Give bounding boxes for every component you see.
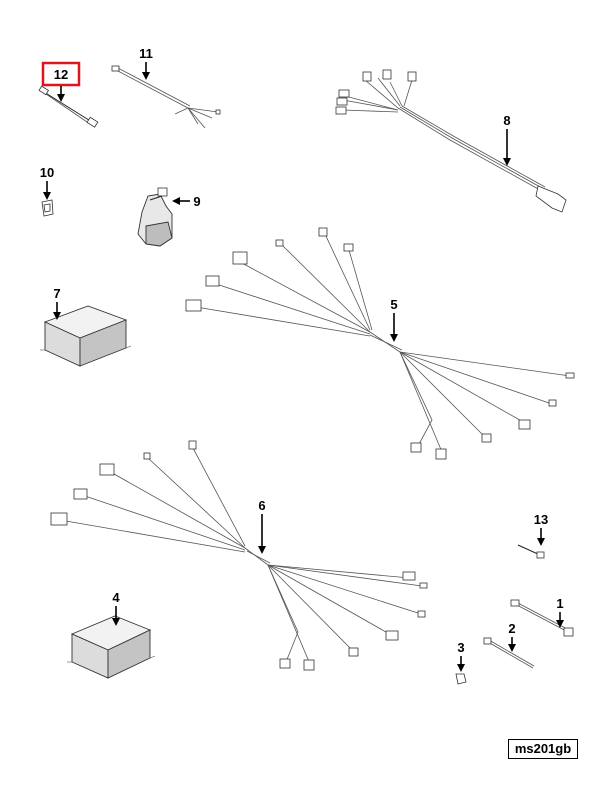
callout-10[interactable]: 10 [40, 165, 54, 180]
callout-12[interactable]: 12 [54, 67, 68, 82]
callout-6[interactable]: 6 [258, 498, 265, 513]
callout-12-highlight-box [41, 61, 81, 87]
callout-8[interactable]: 8 [503, 113, 510, 128]
part-5-harness[interactable] [185, 227, 575, 460]
part-9-bracket[interactable] [137, 187, 173, 247]
callout-1[interactable]: 1 [556, 596, 563, 611]
part-3-plug[interactable] [455, 673, 467, 685]
callout-3[interactable]: 3 [457, 640, 464, 655]
part-11-harness[interactable] [111, 65, 221, 129]
callout-11[interactable]: 11 [139, 46, 153, 61]
callout-4[interactable]: 4 [112, 590, 120, 605]
part-1-cable[interactable] [510, 599, 574, 637]
callout-7[interactable]: 7 [53, 286, 60, 301]
callout-9[interactable]: 9 [193, 194, 200, 209]
callout-13[interactable]: 13 [534, 512, 548, 527]
part-7-control-box[interactable] [40, 305, 132, 367]
callout-2[interactable]: 2 [508, 621, 515, 636]
drawing-code-label: ms201gb [508, 739, 578, 759]
part-8-harness[interactable] [335, 69, 567, 213]
part-4-control-box[interactable] [67, 615, 156, 679]
part-6-harness[interactable] [50, 440, 428, 671]
part-2-cable[interactable] [483, 637, 535, 669]
part-12-cable[interactable] [38, 85, 99, 128]
callout-5[interactable]: 5 [390, 297, 397, 312]
part-13-cable[interactable] [517, 544, 545, 559]
part-10-clip[interactable] [41, 199, 54, 217]
